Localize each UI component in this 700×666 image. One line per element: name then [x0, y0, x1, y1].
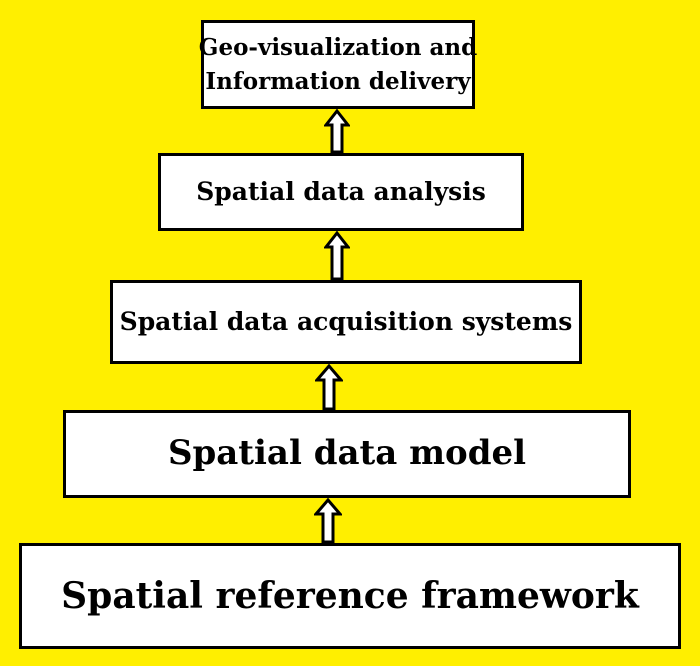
box-geo-visualization: Geo-visualization and Information delive… [199, 20, 477, 109]
hollow-up-arrow-icon [324, 231, 350, 281]
box-geo-visualization-line-1: Geo-visualization and [198, 34, 478, 62]
box-spatial-data-model-line-1: Spatial data model [167, 433, 527, 474]
box-spatial-reference-framework-line-1: Spatial reference framework [61, 574, 639, 617]
hollow-up-arrow-icon [315, 364, 343, 411]
box-geo-visualization-text: Geo-visualization and Information delive… [199, 31, 477, 98]
hollow-up-arrow-icon [324, 109, 350, 154]
box-spatial-data-acquisition: Spatial data acquisition systems [110, 280, 582, 364]
box-spatial-data-analysis: Spatial data analysis [158, 153, 524, 231]
box-geo-visualization-line-2: Information delivery [205, 67, 471, 95]
box-spatial-data-model: Spatial data model [63, 410, 631, 498]
box-spatial-reference-framework-text: Spatial reference framework [61, 570, 639, 622]
hollow-up-arrow-icon [314, 498, 342, 544]
box-spatial-data-analysis-line-1: Spatial data analysis [196, 176, 486, 206]
box-spatial-data-analysis-text: Spatial data analysis [196, 174, 486, 210]
box-spatial-data-acquisition-line-1: Spatial data acquisition systems [119, 306, 573, 336]
box-spatial-data-model-text: Spatial data model [168, 429, 526, 478]
box-spatial-reference-framework: Spatial reference framework [19, 543, 681, 649]
box-spatial-data-acquisition-text: Spatial data acquisition systems [120, 304, 573, 340]
